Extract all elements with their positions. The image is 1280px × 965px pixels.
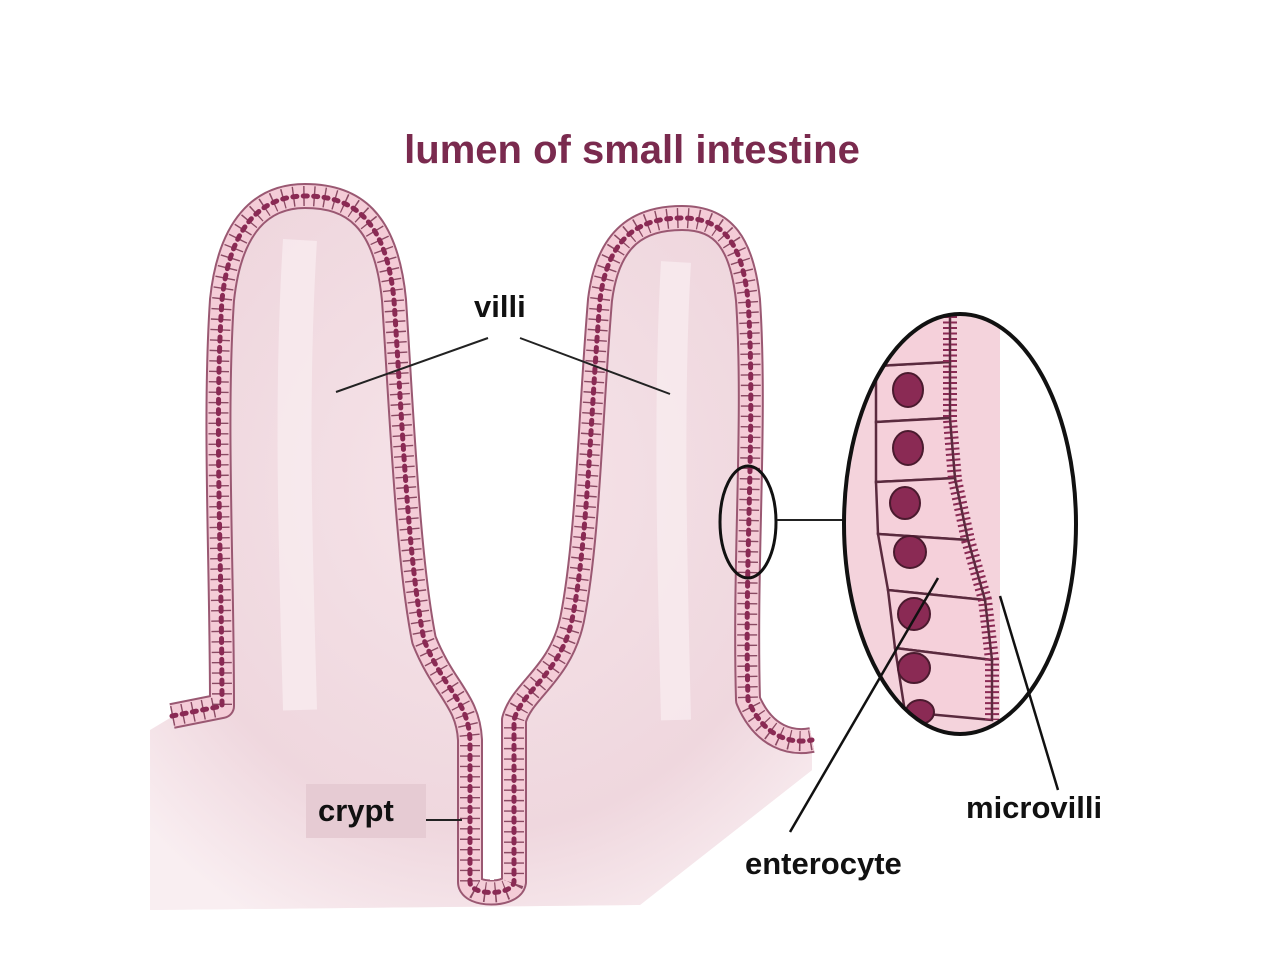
label-enterocyte: enterocyte (745, 846, 902, 881)
villi-pointer-right (519, 337, 671, 395)
label-crypt: crypt (306, 784, 426, 838)
label-villi: villi (474, 289, 526, 324)
nucleus (892, 430, 924, 466)
villi-pointer-left (335, 337, 489, 393)
nucleus (889, 486, 921, 520)
magnify-region (718, 464, 778, 580)
diagram-title: lumen of small intestine (404, 128, 860, 172)
nucleus (897, 597, 931, 631)
nucleus (897, 652, 931, 684)
villus-left (150, 200, 812, 910)
zoom-detail (842, 312, 1078, 736)
microvilli-pointer (998, 595, 1060, 791)
label-microvilli: microvilli (966, 790, 1103, 825)
enterocyte-pointer (788, 577, 940, 833)
nucleus (893, 535, 927, 569)
nucleus (892, 372, 924, 408)
